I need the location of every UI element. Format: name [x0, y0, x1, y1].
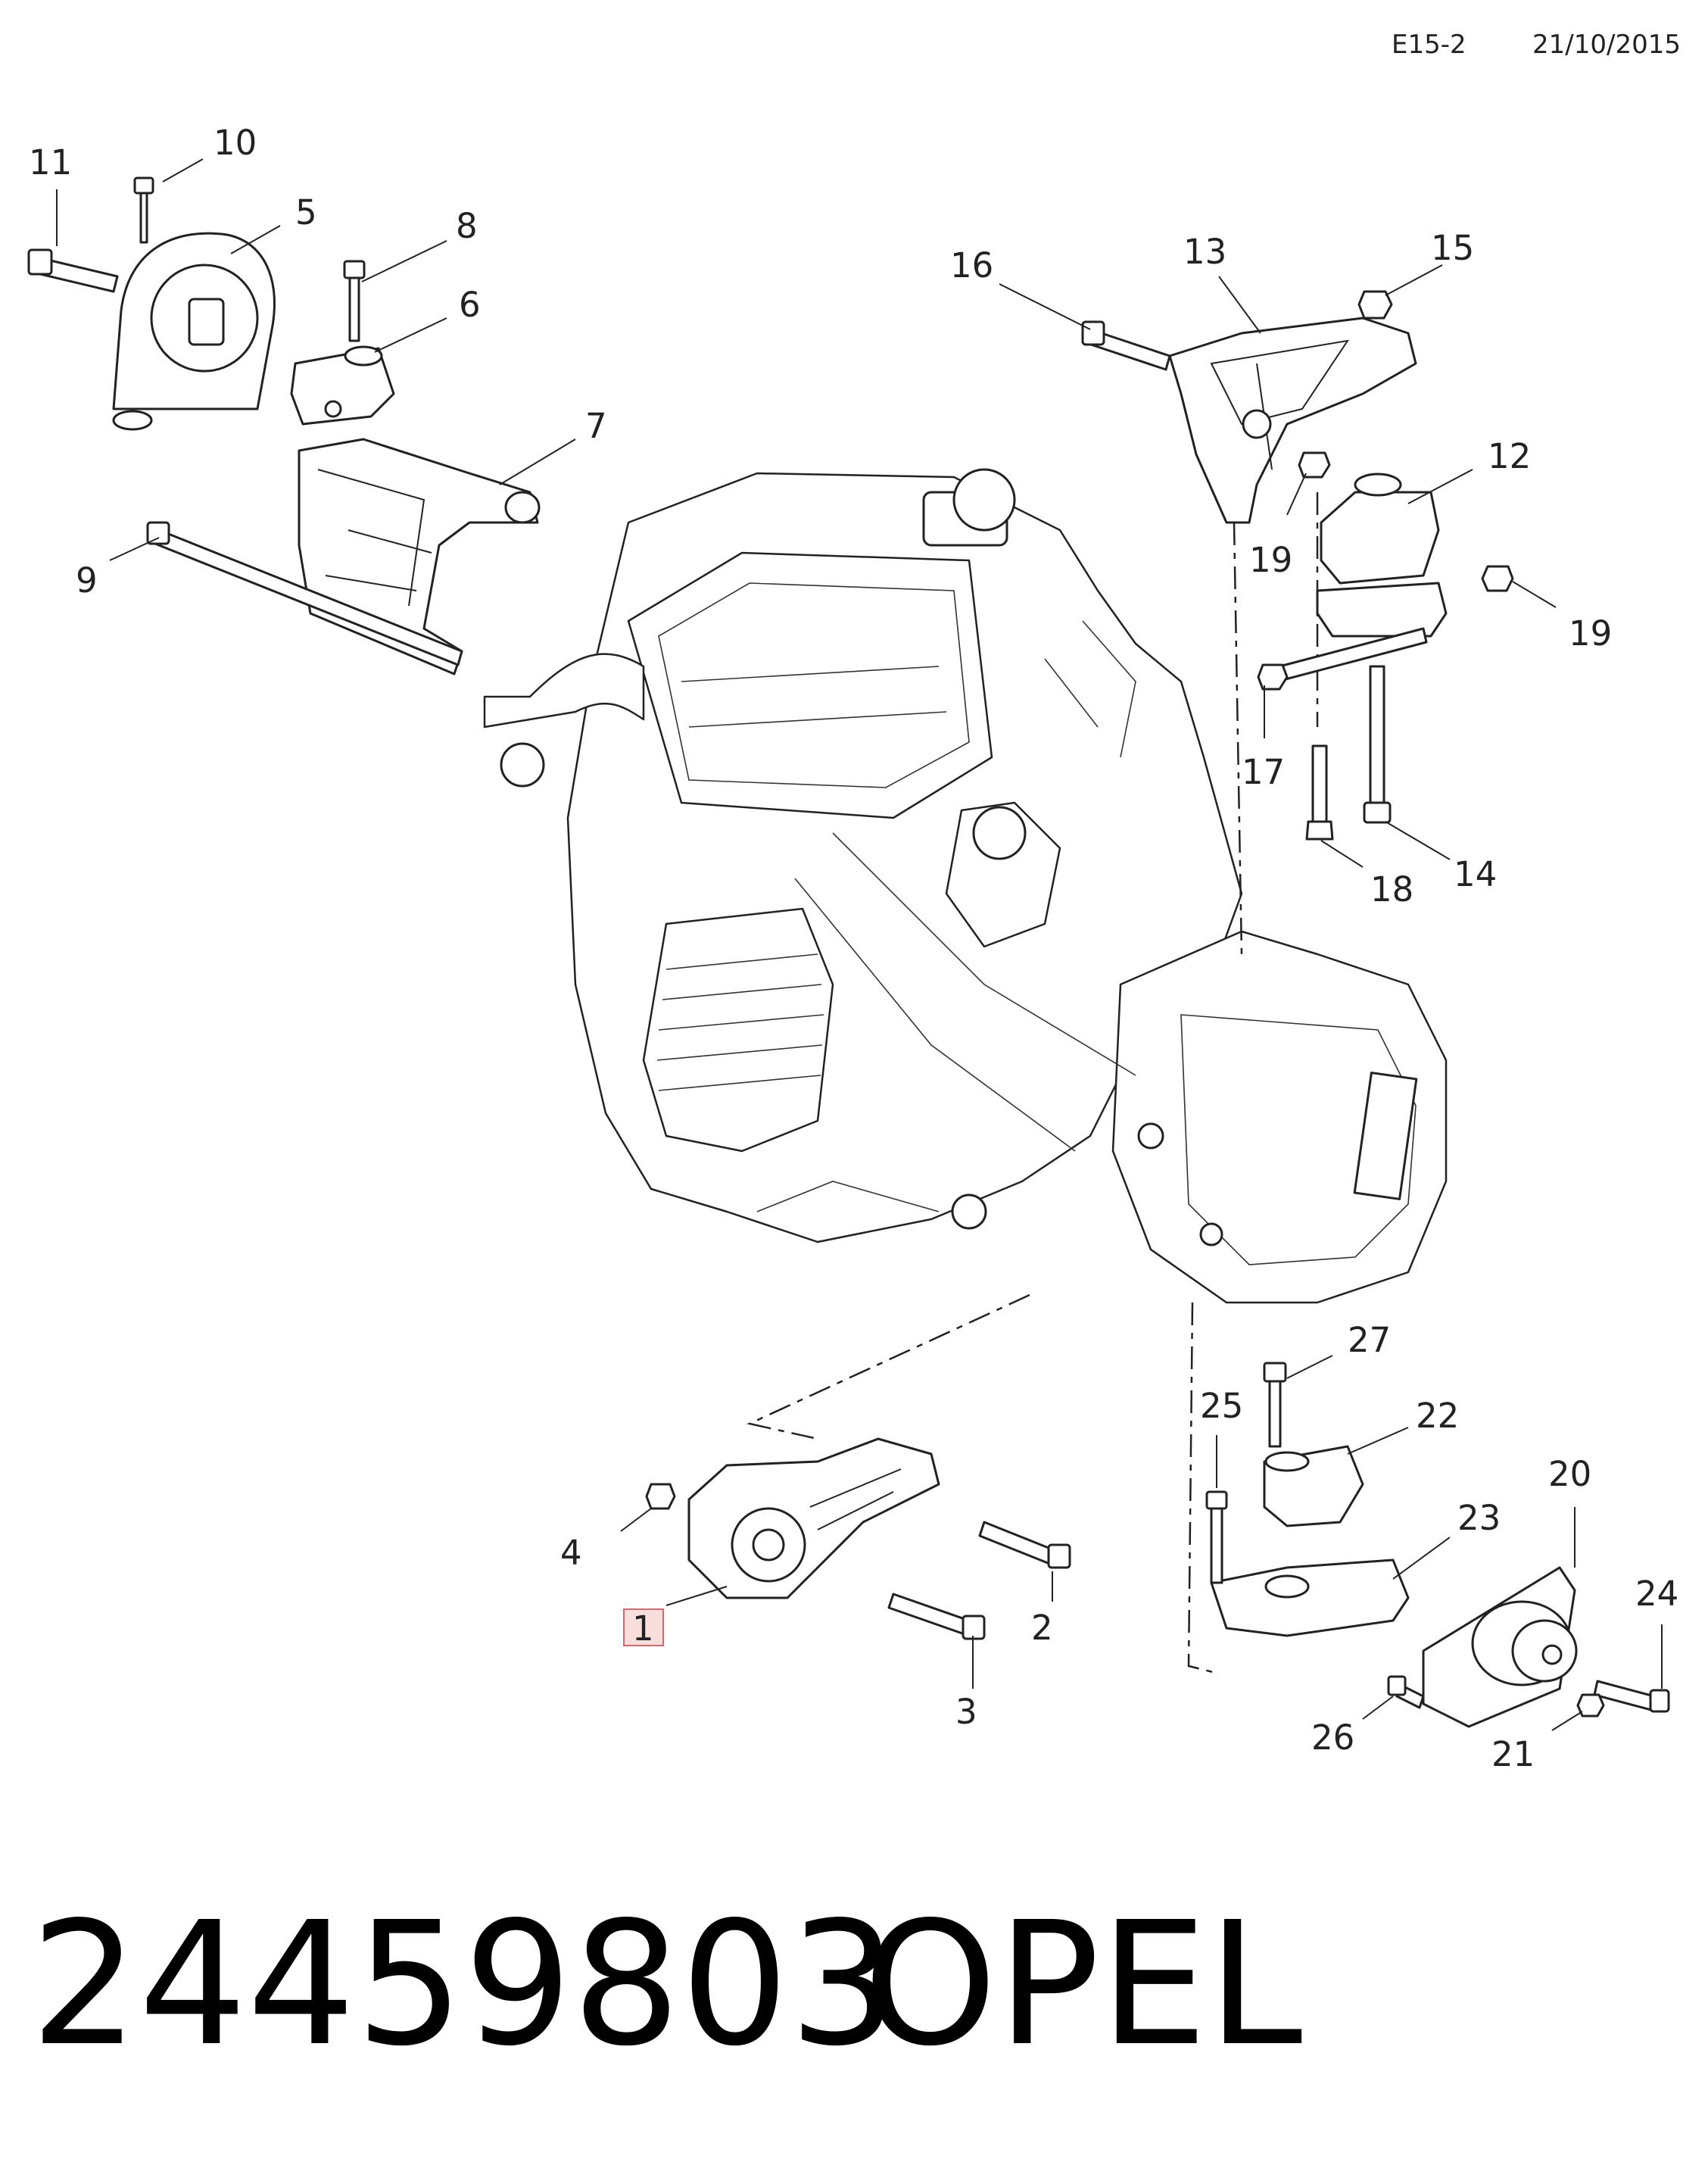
brand-name: OPEL — [863, 1886, 1302, 2084]
callout-17[interactable]: 17 — [1242, 752, 1285, 792]
bolt-part-16 — [1081, 320, 1171, 371]
nut-part-21 — [1576, 1693, 1605, 1718]
mount-part-6 — [290, 345, 395, 426]
callout-12[interactable]: 12 — [1488, 436, 1531, 476]
mount-part-20 — [1422, 1566, 1578, 1728]
callout-11[interactable]: 11 — [29, 142, 72, 183]
callout-13[interactable]: 13 — [1183, 232, 1226, 272]
bolt-part-2 — [978, 1521, 1071, 1569]
callout-10[interactable]: 10 — [214, 123, 257, 163]
alignment-line-rear-mount — [1187, 1302, 1220, 1675]
alignment-line-right-mount — [1233, 522, 1243, 955]
nut-part-4 — [645, 1483, 676, 1510]
callout-27[interactable]: 27 — [1348, 1320, 1391, 1360]
callout-21[interactable]: 21 — [1491, 1734, 1535, 1774]
diagram-code: E15-2 — [1392, 30, 1466, 60]
callout-3[interactable]: 3 — [955, 1692, 977, 1732]
nut-part-19b — [1481, 565, 1514, 592]
mount-part-22 — [1263, 1445, 1364, 1527]
engine-assembly — [483, 468, 1448, 1304]
callout-19-upper[interactable]: 19 — [1249, 540, 1292, 580]
callout-26[interactable]: 26 — [1311, 1718, 1354, 1758]
alignment-line-front-mount — [746, 1293, 1030, 1440]
bolt-part-26 — [1387, 1675, 1425, 1709]
mount-part-1 — [687, 1437, 940, 1599]
callout-5[interactable]: 5 — [295, 192, 317, 232]
bolt-part-3 — [887, 1593, 986, 1640]
callout-25[interactable]: 25 — [1200, 1386, 1243, 1426]
callout-4[interactable]: 4 — [560, 1533, 582, 1573]
callout-24[interactable]: 24 — [1635, 1574, 1678, 1614]
bolt-part-11 — [27, 248, 119, 293]
callout-8[interactable]: 8 — [456, 206, 478, 246]
bolt-part-25 — [1205, 1490, 1228, 1584]
callout-20[interactable]: 20 — [1548, 1454, 1591, 1494]
callout-2[interactable]: 2 — [1031, 1608, 1053, 1648]
callout-16[interactable]: 16 — [950, 245, 993, 285]
callout-7[interactable]: 7 — [585, 406, 607, 446]
bracket-part-23 — [1210, 1558, 1410, 1637]
bolt-part-9 — [146, 521, 463, 666]
bolt-part-17 — [1257, 627, 1428, 691]
callout-9[interactable]: 9 — [76, 560, 98, 601]
bolt-part-10 — [133, 176, 154, 244]
nut-part-15 — [1357, 290, 1393, 320]
mount-part-5 — [112, 232, 276, 431]
callout-22[interactable]: 22 — [1416, 1396, 1459, 1436]
bolt-part-18 — [1305, 744, 1334, 841]
callout-18[interactable]: 18 — [1370, 869, 1413, 909]
leader-lines — [56, 158, 1663, 1731]
callout-15[interactable]: 15 — [1431, 228, 1474, 268]
mount-part-12 — [1316, 473, 1448, 638]
diagram-date: 21/10/2015 — [1532, 30, 1681, 60]
nut-part-19a — [1298, 451, 1331, 479]
callout-23[interactable]: 23 — [1457, 1498, 1501, 1538]
part-number: 24459803 — [30, 1886, 897, 2084]
bracket-part-13 — [1168, 317, 1417, 524]
bolt-part-14 — [1363, 665, 1392, 824]
callout-1[interactable]: 1 — [632, 1608, 654, 1649]
bolt-part-24 — [1593, 1680, 1670, 1713]
highlight-box-part-1 — [623, 1608, 664, 1646]
callout-labels: 1 2 3 4 5 6 7 8 9 10 11 12 13 14 15 16 1… — [29, 123, 1678, 1774]
callout-6[interactable]: 6 — [459, 285, 481, 325]
bolt-part-8 — [343, 260, 366, 342]
callout-14[interactable]: 14 — [1454, 854, 1497, 894]
callout-19-lower[interactable]: 19 — [1569, 613, 1612, 654]
bolt-part-27 — [1263, 1362, 1287, 1448]
